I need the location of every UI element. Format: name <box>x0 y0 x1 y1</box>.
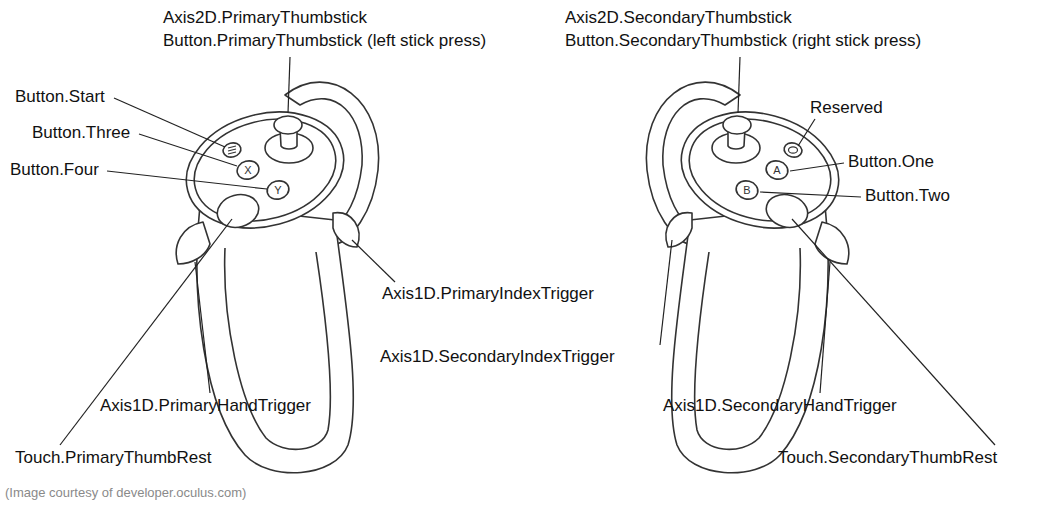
callout-label: Axis1D.SecondaryHandTrigger <box>663 396 897 416</box>
callout-label: Reserved <box>810 98 883 118</box>
callout-label: Button.Four <box>10 160 99 180</box>
callout-label: Touch.SecondaryThumbRest <box>778 448 997 468</box>
callout-label: Axis1D.PrimaryIndexTrigger <box>382 284 594 304</box>
callout-label: Button.Two <box>865 186 950 206</box>
callout-label: Button.SecondaryThumbstick (right stick … <box>565 31 921 51</box>
button-glyphs <box>228 146 798 154</box>
button-letter: Y <box>274 184 281 196</box>
callout-label: Button.Start <box>15 87 105 107</box>
button-letter: B <box>743 184 750 196</box>
callout-label: Touch.PrimaryThumbRest <box>15 448 212 468</box>
callout-label: Axis2D.SecondaryThumbstick <box>565 8 792 28</box>
callout-label: Button.One <box>848 152 934 172</box>
button-letter: A <box>773 164 780 176</box>
callout-label: Axis1D.SecondaryIndexTrigger <box>380 347 615 367</box>
button-letter: X <box>244 164 251 176</box>
image-credit: (Image courtesy of developer.oculus.com) <box>5 485 246 501</box>
callout-label: Button.PrimaryThumbstick (left stick pre… <box>163 31 486 51</box>
leader-lines <box>60 57 995 445</box>
callout-label: Button.Three <box>32 123 130 143</box>
callout-label: Axis1D.PrimaryHandTrigger <box>100 396 311 416</box>
callout-label: Axis2D.PrimaryThumbstick <box>163 8 367 28</box>
